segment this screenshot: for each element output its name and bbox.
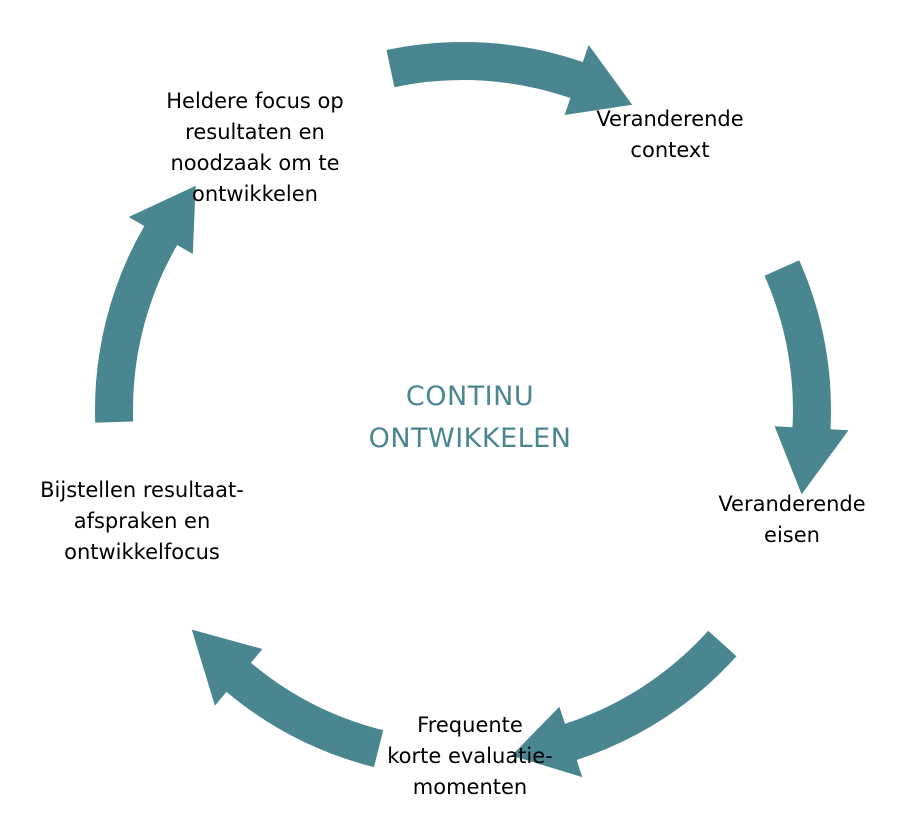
cycle-arrow-left — [94, 185, 196, 423]
cycle-arrow-right — [764, 260, 849, 495]
step-label-adjust-agreements: Bijstellen resultaat- afspraken en ontwi… — [40, 478, 244, 564]
step-label-changing-context: Veranderende context — [596, 107, 744, 162]
step-label-clear-focus: Heldere focus op resultaten en noodzaak … — [166, 89, 344, 206]
center-title: CONTINU ONTWIKKELEN — [368, 381, 572, 454]
cycle-arrow-bottom-left — [191, 629, 384, 768]
cycle-arrow-bottom-right — [511, 630, 737, 778]
step-label-frequent-evaluations: Frequente korte evaluatie- momenten — [387, 713, 553, 799]
cycle-arrow-top — [386, 41, 633, 115]
step-label-changing-requirements: Veranderende eisen — [718, 492, 866, 547]
